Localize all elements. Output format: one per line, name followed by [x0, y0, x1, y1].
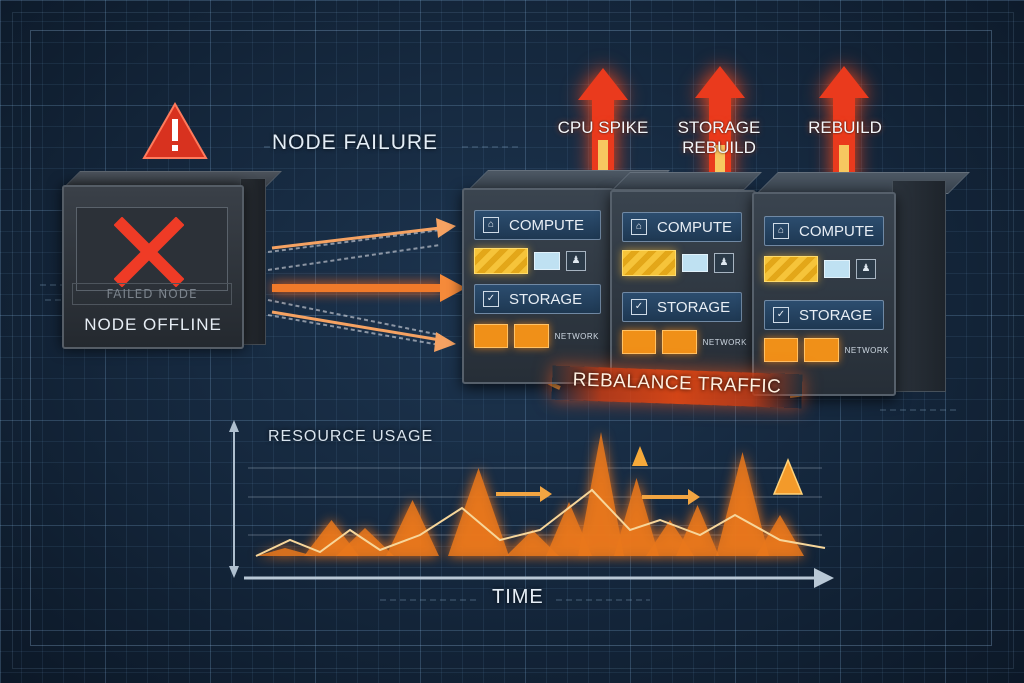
- resource-bars: ♟: [764, 254, 889, 284]
- storage-label: STORAGE: [799, 306, 873, 324]
- user-icon: ⌂: [631, 219, 647, 235]
- usage-spike: [716, 452, 769, 556]
- usage-spike: [614, 478, 659, 556]
- alert-bell-icon: [632, 446, 648, 466]
- inner-frame: [30, 30, 992, 646]
- user-icon: ⌂: [773, 223, 789, 239]
- network-chip: [662, 330, 697, 354]
- compute-panel: ⌂ COMPUTE: [474, 210, 601, 240]
- storage-panel: ✓ STORAGE: [474, 284, 601, 314]
- network-row: NETWORK: [474, 322, 599, 350]
- usage-spike: [578, 432, 624, 556]
- chart-arrow-head: [688, 489, 700, 505]
- status-light: [534, 252, 560, 270]
- failover-arrows: [271, 218, 466, 352]
- node-failure-title: NODE FAILURE: [272, 131, 439, 154]
- network-chip: [474, 324, 509, 348]
- usage-spike: [546, 502, 592, 556]
- network-row: NETWORK: [764, 336, 889, 364]
- status-light: [682, 254, 708, 272]
- time-axis-label: TIME: [492, 586, 544, 608]
- compute-label: COMPUTE: [799, 222, 874, 240]
- storage-rebuild-label: STORAGE REBUILD: [677, 118, 761, 157]
- cpu-spike-label: CPU SPIKE: [557, 118, 649, 137]
- user-icon: ⌂: [483, 217, 499, 233]
- network-chip: [804, 338, 839, 362]
- check-icon: ✓: [631, 299, 647, 315]
- network-chip: [622, 330, 657, 354]
- usage-spike: [304, 520, 359, 556]
- network-chip: [514, 324, 549, 348]
- storage-label: STORAGE: [657, 298, 731, 316]
- spike-arrows: [578, 66, 869, 186]
- user-icon: ♟: [856, 259, 876, 279]
- usage-spike: [506, 530, 559, 556]
- server-1: ⌂ COMPUTE ♟ ✓ STORAGE NETWORK: [462, 188, 614, 384]
- compute-panel: ⌂ COMPUTE: [622, 212, 742, 242]
- server-3-side: [892, 180, 946, 392]
- warning-triangle-icon: [142, 101, 208, 159]
- server-2: ⌂ COMPUTE ♟ ✓ STORAGE NETWORK: [610, 190, 756, 380]
- check-icon: ✓: [773, 307, 789, 323]
- rebuild-label: REBUILD: [808, 118, 882, 137]
- resource-bars: ♟: [474, 246, 599, 276]
- compute-label: COMPUTE: [657, 218, 732, 236]
- server-1-side: [610, 176, 612, 178]
- failed-node-side: [240, 178, 266, 345]
- network-label: NETWORK: [702, 337, 747, 347]
- user-icon: ♟: [566, 251, 586, 271]
- network-chip: [764, 338, 799, 362]
- network-label: NETWORK: [554, 331, 599, 341]
- usage-baseline: [255, 488, 826, 557]
- network-label: NETWORK: [844, 345, 889, 355]
- status-light: [824, 260, 850, 278]
- failed-node-label: FAILED NODE: [72, 283, 232, 305]
- user-icon: ♟: [714, 253, 734, 273]
- server-2-top: [612, 172, 762, 190]
- usage-spike: [676, 505, 719, 556]
- usage-spike: [256, 548, 314, 556]
- storage-label: STORAGE: [509, 290, 583, 308]
- usage-bar: [764, 256, 818, 282]
- storage-panel: ✓ STORAGE: [622, 292, 742, 322]
- check-icon: ✓: [483, 291, 499, 307]
- red-x-icon: [114, 217, 184, 287]
- network-row: NETWORK: [622, 328, 747, 356]
- warning-marker-icon: [772, 458, 804, 495]
- usage-spike: [756, 515, 804, 556]
- compute-label: COMPUTE: [509, 216, 584, 234]
- usage-bar: [622, 250, 676, 276]
- outer-frame: [12, 12, 1014, 669]
- resource-bars: ♟: [622, 248, 747, 278]
- resource-usage-label: RESOURCE USAGE: [268, 428, 434, 445]
- failed-node: FAILED NODE NODE OFFLINE: [62, 185, 244, 349]
- usage-bar: [474, 248, 528, 274]
- chart-arrow-head: [540, 486, 552, 502]
- server-3: ⌂ COMPUTE ♟ ✓ STORAGE NETWORK: [752, 192, 896, 396]
- node-offline-status: NODE OFFLINE: [84, 315, 222, 334]
- compute-panel: ⌂ COMPUTE: [764, 216, 884, 246]
- storage-panel: ✓ STORAGE: [764, 300, 884, 330]
